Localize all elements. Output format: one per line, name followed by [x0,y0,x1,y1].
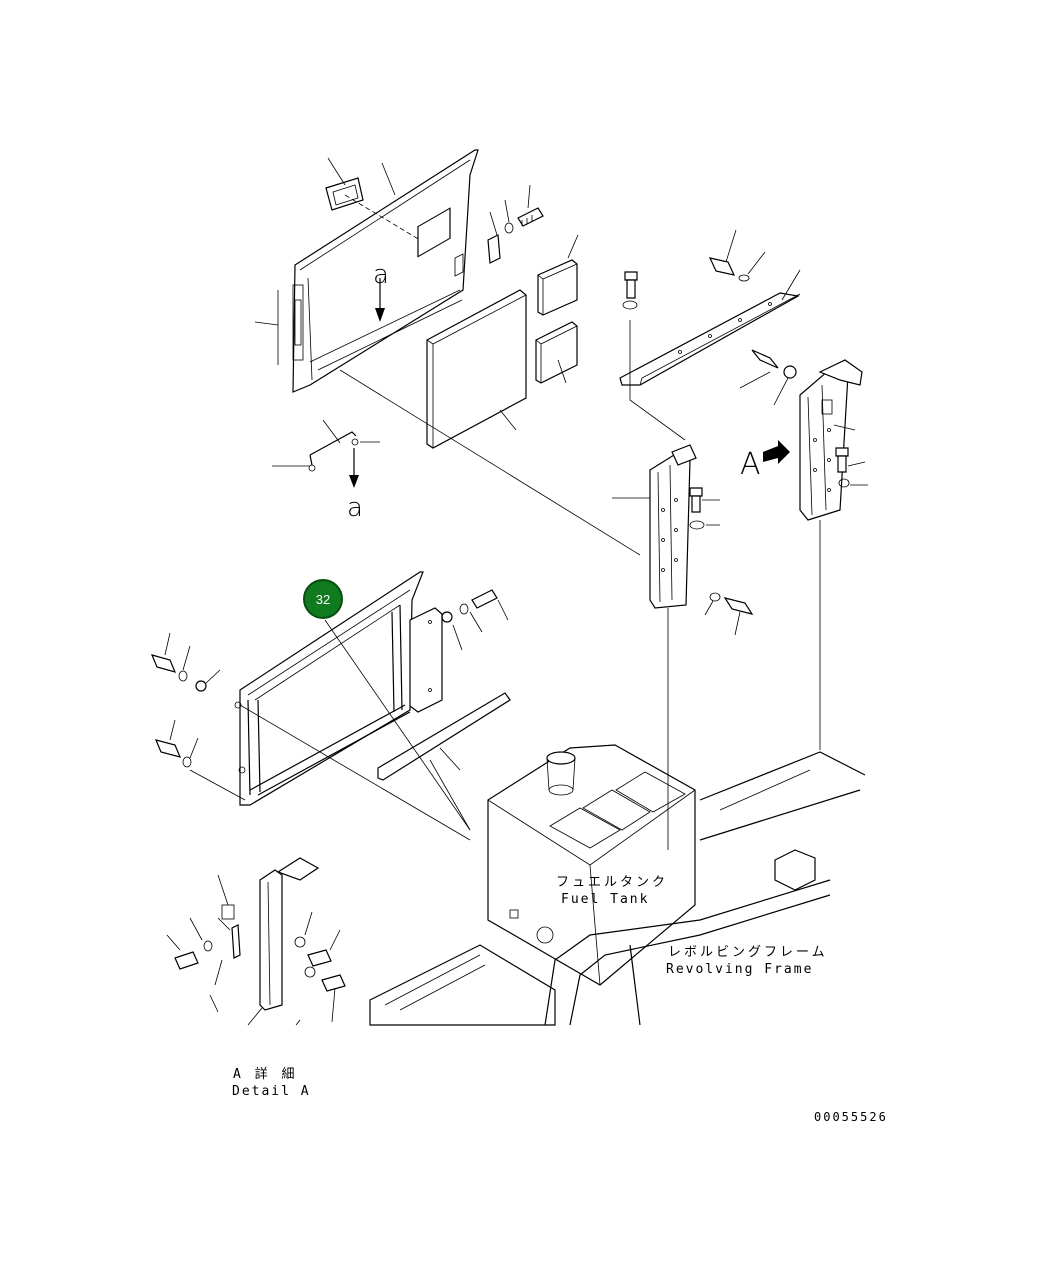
detail-a-label-en: Detail A [232,1084,311,1099]
detail-a-label-jp: A 詳 細 [233,1067,298,1082]
view-label-a-capital: A [740,447,761,482]
top-cross-bracket [619,292,801,386]
fuel-tank-label-en: Fuel Tank [561,892,650,907]
view-a-arrow [763,440,790,464]
detail-a-assembly [174,857,346,1011]
upper-door-fasteners [487,207,544,264]
callout-32-badge[interactable]: 32 [303,579,343,619]
upper-door-panel [292,149,479,393]
callout-32-number: 32 [315,591,331,607]
fuel-tank [487,744,696,986]
insulation-pads [426,259,578,449]
view-label-a-upper-door: a [373,260,389,290]
grille-frame-assembly [234,571,511,806]
revolving-frame-label-en: Revolving Frame [666,962,814,977]
grille-fasteners [150,589,498,768]
revolving-frame-label-jp: レボルビングフレーム [668,945,828,960]
latch-rod [308,278,385,488]
fuel-tank-label-jp: フュエルタンク [556,875,669,890]
drawing-number: 00055526 [814,1110,888,1124]
bolts-right [622,257,850,615]
view-label-a-latch: a [347,493,363,523]
leader-lines [164,157,868,1026]
vertical-stay-left [649,444,697,609]
revolving-frame [369,751,866,1026]
vertical-stay-right [799,359,863,521]
